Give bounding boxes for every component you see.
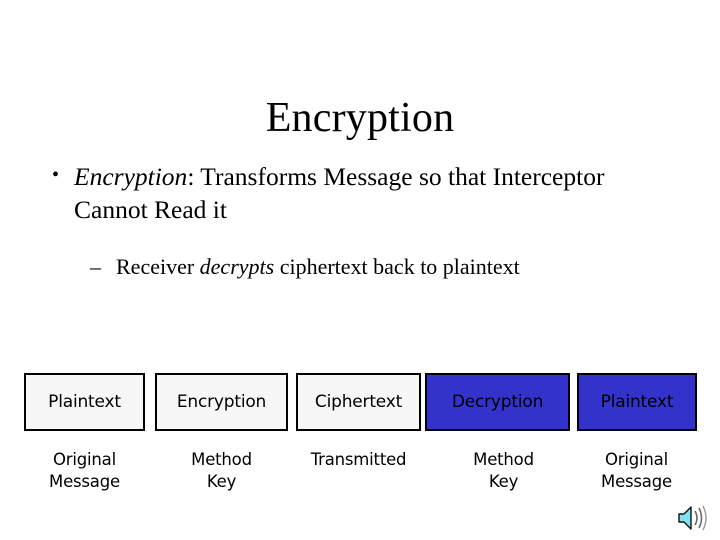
- sub-bullet-text-pre: Receiver: [116, 253, 200, 279]
- flow-box-label: Plaintext: [600, 392, 674, 412]
- flow-box-decryption[interactable]: Decryption: [425, 373, 570, 431]
- bullet-term-encryption: Encryption: [74, 162, 188, 191]
- flow-caption-plaintext-result: Original Message: [570, 449, 703, 493]
- caption-line-2: Key: [488, 471, 519, 491]
- flow-caption-decryption: Method Key: [437, 449, 570, 493]
- flow-box-label: Encryption: [176, 392, 267, 412]
- flow-caption-encryption: Method Key: [155, 449, 288, 493]
- bullet-item-encryption: • Encryption: Transforms Message so that …: [44, 160, 684, 227]
- flow-box-plaintext-result[interactable]: Plaintext: [577, 373, 697, 431]
- bullet-item-receiver: –Receiver decrypts ciphertext back to pl…: [44, 253, 684, 282]
- flow-caption-plaintext-source: Original Message: [24, 449, 145, 493]
- caption-line-1: Original: [605, 450, 668, 469]
- page-title: Encryption: [265, 95, 455, 142]
- caption-line-1: Method: [473, 450, 534, 469]
- sub-bullet-text-rest: ciphertext back to plaintext: [274, 253, 520, 279]
- flow-box-label: Ciphertext: [314, 392, 403, 412]
- flow-caption-ciphertext: Transmitted: [292, 449, 425, 471]
- flow-box-plaintext-source[interactable]: Plaintext: [24, 373, 145, 431]
- body-text-block: • Encryption: Transforms Message so that …: [44, 160, 684, 281]
- caption-line-2: Message: [49, 471, 120, 491]
- flow-box-label: Plaintext: [48, 392, 121, 412]
- bullet-marker-icon: •: [52, 164, 60, 186]
- caption-line-1: Original: [53, 450, 116, 469]
- sound-speaker-icon[interactable]: [676, 503, 710, 533]
- sub-bullet-dash-icon: –: [90, 253, 101, 279]
- sub-bullet-term-decrypts: decrypts: [199, 253, 275, 279]
- caption-line-1: Method: [191, 450, 252, 469]
- bullet-text-encryption: : Transforms Message so that Interceptor…: [74, 162, 605, 225]
- flow-box-label: Decryption: [451, 392, 544, 412]
- caption-line-1: Transmitted: [310, 450, 407, 469]
- flow-box-ciphertext[interactable]: Ciphertext: [296, 373, 421, 431]
- caption-line-2: Message: [601, 471, 672, 491]
- flow-box-encryption[interactable]: Encryption: [155, 373, 288, 431]
- caption-line-2: Key: [206, 471, 237, 491]
